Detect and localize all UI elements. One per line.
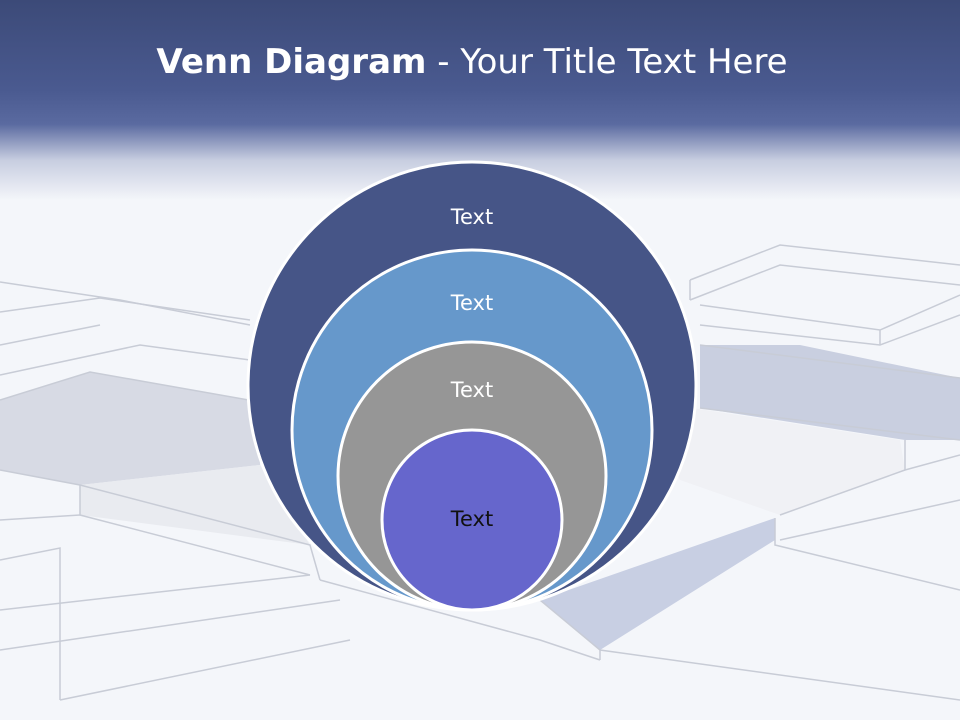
circle-inner-label: Text	[450, 507, 493, 531]
circle-third-label: Text	[450, 378, 493, 402]
title-rest-text: - Your Title Text Here	[426, 42, 788, 82]
slide-title: Venn Diagram - Your Title Text Here	[0, 38, 944, 86]
circle-outer-label: Text	[450, 205, 493, 229]
title-bold-text: Venn Diagram	[156, 42, 427, 82]
circle-inner: Text	[380, 428, 564, 612]
circle-second-label: Text	[450, 291, 493, 315]
